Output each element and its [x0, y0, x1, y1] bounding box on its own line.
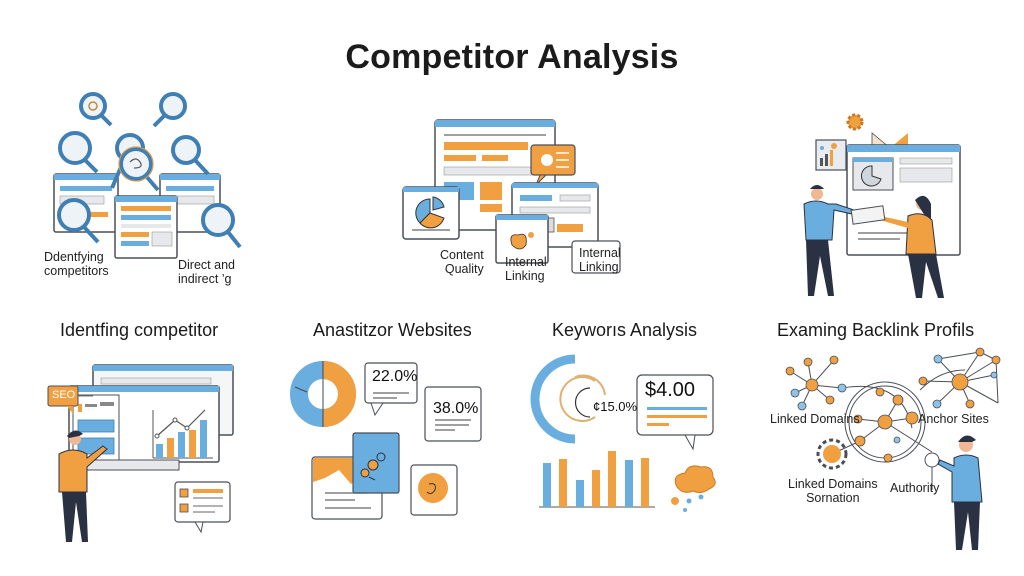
website-stats-illustration: 22.0% 38.0%	[285, 360, 485, 530]
seo-dashboard-icon	[47, 364, 234, 542]
content-quality-illustration: Content Quality Internal Linking Interna…	[400, 115, 630, 285]
internal-linking-label-2: Internal Linking	[579, 246, 621, 274]
backlink-label-authority: Authority	[890, 481, 940, 495]
heading-identifying-competitor: Identfing competitor	[60, 320, 219, 340]
identify-label-1: Ddentfying competitors	[44, 250, 109, 278]
seo-presentation-illustration: SEO	[45, 360, 245, 550]
collaboration-illustration	[790, 108, 970, 308]
donut-and-cards-icon	[290, 361, 482, 520]
internal-linking-label-1: Internal Linking	[505, 255, 547, 283]
keywords-analysis-illustration: ¢15.0% $4.00	[530, 354, 745, 515]
heading-keywords-analysis: Keyworıs Analysis	[552, 320, 698, 340]
backlink-network-illustration: Linked Domains Anchor Sites Linked Domai…	[770, 340, 1020, 555]
stat-38-percent: 38.0%	[433, 400, 479, 417]
backlink-label-anchor-sites: Anchor Sites	[918, 412, 989, 426]
keyword-bar-chart	[543, 451, 649, 507]
identify-label-2: Direct and indirect ’g	[178, 258, 235, 286]
backlink-label-linked-domains-sornation: Linked Domains Sornation	[788, 477, 878, 505]
team-review-icon	[803, 113, 961, 298]
content-quality-label: Content Quality	[440, 248, 484, 276]
page-title: Competitor Analysis	[345, 38, 679, 76]
keyword-gauge-value: ¢15.0%	[593, 399, 638, 414]
stat-22-percent: 22.0%	[372, 368, 418, 385]
keyword-gauge-and-bars-icon	[530, 354, 716, 512]
backlink-label-linked-domains: Linked Domains	[770, 412, 860, 426]
website-windows-icon	[402, 119, 621, 274]
seo-badge: SEO	[52, 389, 76, 401]
keyword-price: $4.00	[645, 379, 696, 401]
identify-competitors-illustration: Ddentfying competitors Direct and indire…	[40, 90, 260, 290]
heading-backlink-profiles: Examing Backlink Profils	[777, 320, 975, 340]
backlink-network-icon	[785, 347, 1001, 550]
magnifier-cluster-icon	[53, 92, 242, 259]
heading-analyze-websites: Anastitzor Websites	[313, 320, 472, 340]
